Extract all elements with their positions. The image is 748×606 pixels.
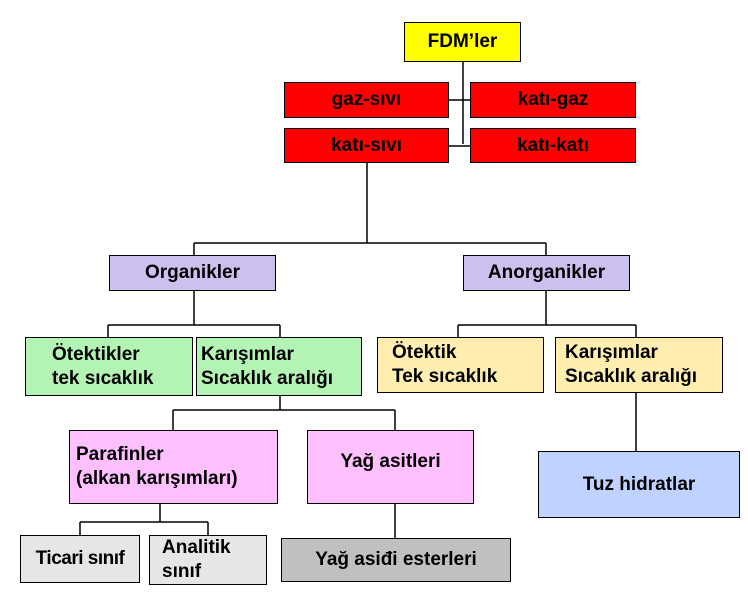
anorganikler-label: Anorganikler xyxy=(487,262,606,283)
tuz-hidratlar-node: Tuz hidratlar xyxy=(538,451,740,518)
fdm-root-node: FDM’ler xyxy=(404,22,521,62)
org-otektikler-node: Ötektikler tek sıcaklık xyxy=(25,337,193,396)
org-karisimlar-line1: Karışımlar xyxy=(201,343,294,365)
parafinler-line1: Parafinler xyxy=(76,444,164,465)
parafinler-line2: (alkan karışımları) xyxy=(76,468,238,489)
parafinler-node: Parafinler (alkan karışımları) xyxy=(69,430,278,504)
gaz-sivi-node: gaz-sıvı xyxy=(284,82,449,118)
anorg-otektik-line2: Tek sıcaklık xyxy=(392,366,498,387)
anorganikler-node: Anorganikler xyxy=(463,255,630,291)
kati-gaz-label: katı-gaz xyxy=(517,89,589,110)
analitik-sinif-line1: Analitik xyxy=(162,537,231,558)
yag-asidi-esterleri-label: Yağ asiđi esterleri xyxy=(315,549,477,570)
anorg-karisimlar-node: Karışımlar Sıcaklık aralığı xyxy=(555,337,723,393)
kati-kati-label: katı-katı xyxy=(517,134,589,156)
ticari-sinif-label: Ticari sınıf xyxy=(35,548,125,569)
kati-sivi-node: katı-sıvı xyxy=(284,128,449,163)
fdm-root-label: FDM’ler xyxy=(427,31,498,52)
analitik-sinif-node: Analitik sınıf xyxy=(149,535,267,585)
kati-gaz-node: katı-gaz xyxy=(470,82,636,118)
org-otektikler-line2: tek sıcaklık xyxy=(52,367,154,389)
yag-asitleri-node: Yağ asitleri xyxy=(307,430,474,504)
yag-asidi-esterleri-node: Yağ asiđi esterleri xyxy=(281,538,511,582)
gaz-sivi-label: gaz-sıvı xyxy=(331,89,402,110)
tuz-hidratlar-label: Tuz hidratlar xyxy=(582,473,696,495)
kati-kati-node: katı-katı xyxy=(470,128,636,163)
anorg-karisimlar-line1: Karışımlar xyxy=(565,342,658,363)
org-karisimlar-node: Karışımlar Sıcaklık aralığı xyxy=(196,337,362,396)
organikler-node: Organikler xyxy=(109,255,276,291)
ticari-sinif-node: Ticari sınıf xyxy=(20,535,140,583)
organikler-label: Organikler xyxy=(144,262,241,283)
analitik-sinif-line2: sınıf xyxy=(162,561,202,582)
kati-sivi-label: katı-sıvı xyxy=(331,134,402,156)
org-otektikler-line1: Ötektikler xyxy=(52,343,140,365)
anorg-karisimlar-line2: Sıcaklık aralığı xyxy=(565,366,698,387)
anorg-otektik-node: Ötektik Tek sıcaklık xyxy=(377,337,544,393)
anorg-otektik-line1: Ötektik xyxy=(392,342,457,363)
org-karisimlar-line2: Sıcaklık aralığı xyxy=(201,367,334,389)
yag-asitleri-label: Yağ asitleri xyxy=(340,451,441,472)
